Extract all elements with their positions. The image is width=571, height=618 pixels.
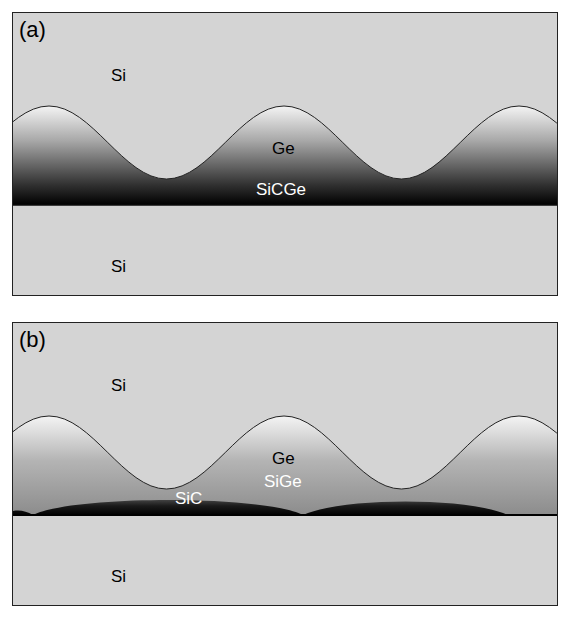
- panel-a: (a)SiGeSiCGeSi: [12, 12, 558, 296]
- panel-letter: (b): [19, 329, 46, 351]
- material-label: SiGe: [264, 473, 302, 490]
- material-label: SiC: [175, 490, 202, 507]
- panel-letter: (a): [19, 19, 46, 41]
- material-label: Ge: [272, 140, 295, 157]
- material-label: Si: [111, 568, 126, 585]
- material-label: Si: [111, 377, 126, 394]
- material-label: Si: [111, 67, 126, 84]
- material-label: SiCGe: [256, 181, 306, 198]
- panel-b: (b)SiGeSiCSiGeSi: [12, 322, 558, 606]
- material-label: Si: [111, 258, 126, 275]
- material-label: Ge: [272, 450, 295, 467]
